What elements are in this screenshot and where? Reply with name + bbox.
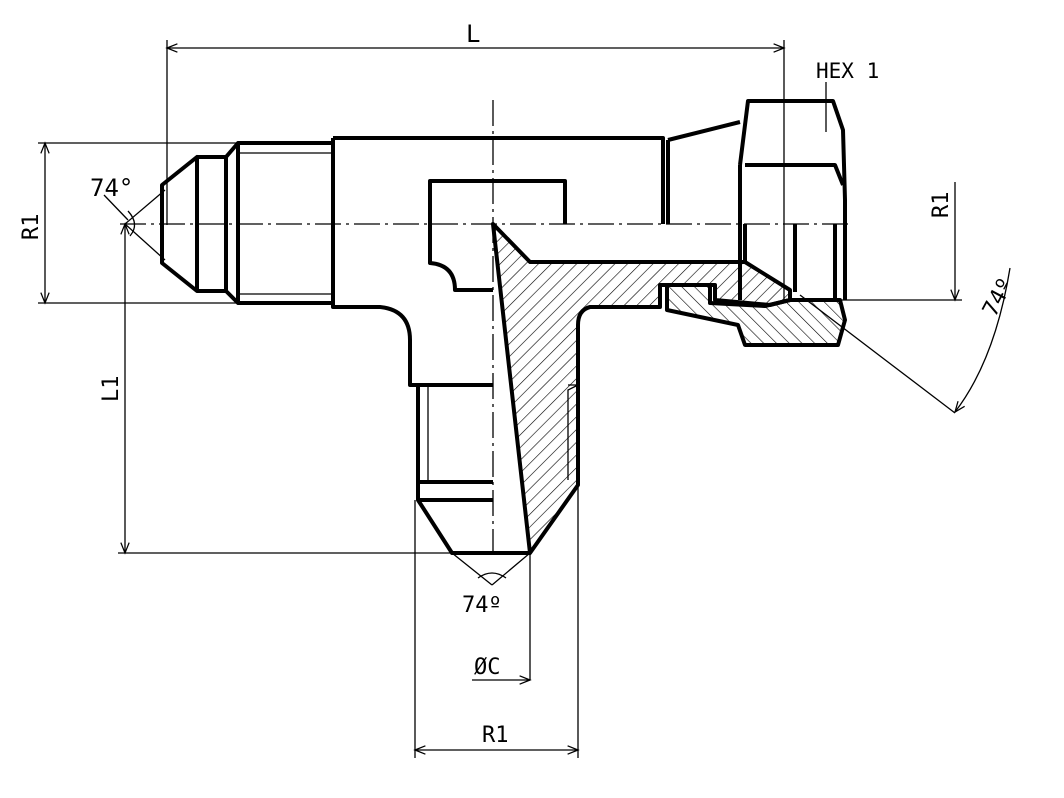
dimension-R1-bottom: R1 [415,485,578,758]
label-angle-bottom: 74º [462,593,502,618]
bottom-nipple [416,385,530,555]
dimension-L: L [167,20,784,300]
angle-left: 74° [90,174,166,261]
swivel-nut [666,99,847,300]
left-nipple [160,141,333,305]
label-L1: L1 [99,376,124,403]
thread-relief [567,384,579,480]
angle-bottom: 74º [451,552,531,618]
label-R1-bottom: R1 [482,723,509,748]
section-nut [665,283,847,347]
section-body [491,222,792,555]
dimension-R1-left: R1 [19,143,238,303]
label-R1-right: R1 [929,192,954,219]
label-angle-right: 74º [978,274,1019,321]
label-L: L [466,20,480,48]
label-hex: HEX 1 [816,59,879,83]
label-bore: ØC [474,655,501,680]
hex-callout: HEX 1 [816,59,879,132]
dimension-bore: ØC [472,553,530,680]
label-angle-left: 74° [90,174,133,202]
tee-body [331,136,665,387]
label-R1-left: R1 [19,214,44,241]
dimension-L1: L1 [99,224,452,553]
dimension-R1-right: R1 [842,182,962,300]
